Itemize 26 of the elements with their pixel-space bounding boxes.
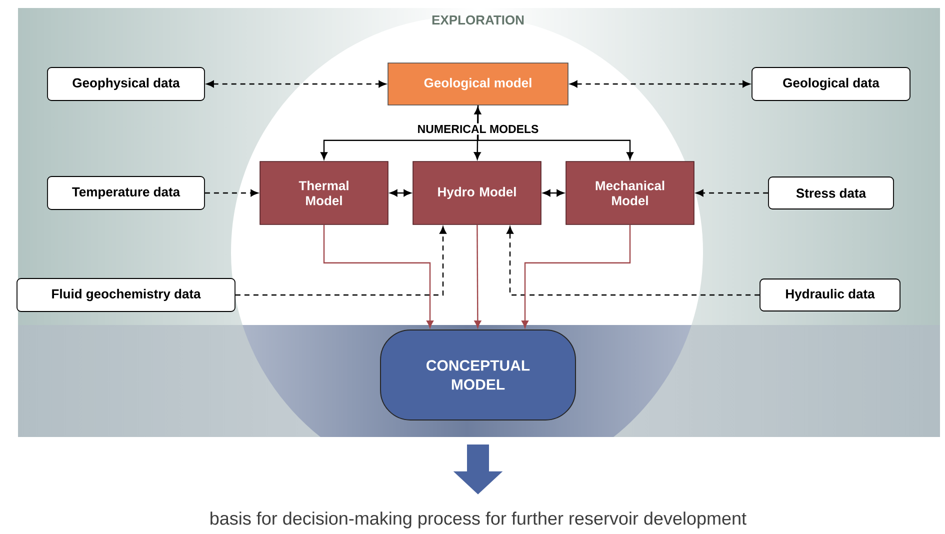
data-box: Hydraulic data [760,278,900,312]
model-box: Geological model [388,62,568,106]
dashed-arrow [204,190,258,196]
arrow [390,190,412,196]
model-box: Thermal Model [260,161,388,225]
dashed-arrow [235,226,446,296]
arrow [323,224,434,328]
caption-text: basis for decision-making process for further reservoir development [210,512,746,528]
heading: EXPLORATION [432,15,524,25]
dashed-arrow [506,226,760,296]
arrow [477,105,634,160]
dashed-arrow [696,190,768,196]
dashed-arrow [570,80,750,88]
dashed-arrow [206,80,386,88]
model-box: Hydro Model [412,161,542,225]
data-box: Fluid geochemistry data [16,278,236,312]
data-box: Geophysical data [47,67,205,101]
arrow [522,224,631,328]
model-box: Mechanical Model [566,161,694,225]
arrow [474,224,482,328]
data-box: Stress data [768,176,894,210]
data-box: Geological data [752,67,910,101]
conceptual-model-box: CONCEPTUAL MODEL [380,330,576,420]
arrow [542,190,564,196]
group-label: NUMERICAL MODELS [416,123,540,135]
data-box: Temperature data [47,176,205,210]
